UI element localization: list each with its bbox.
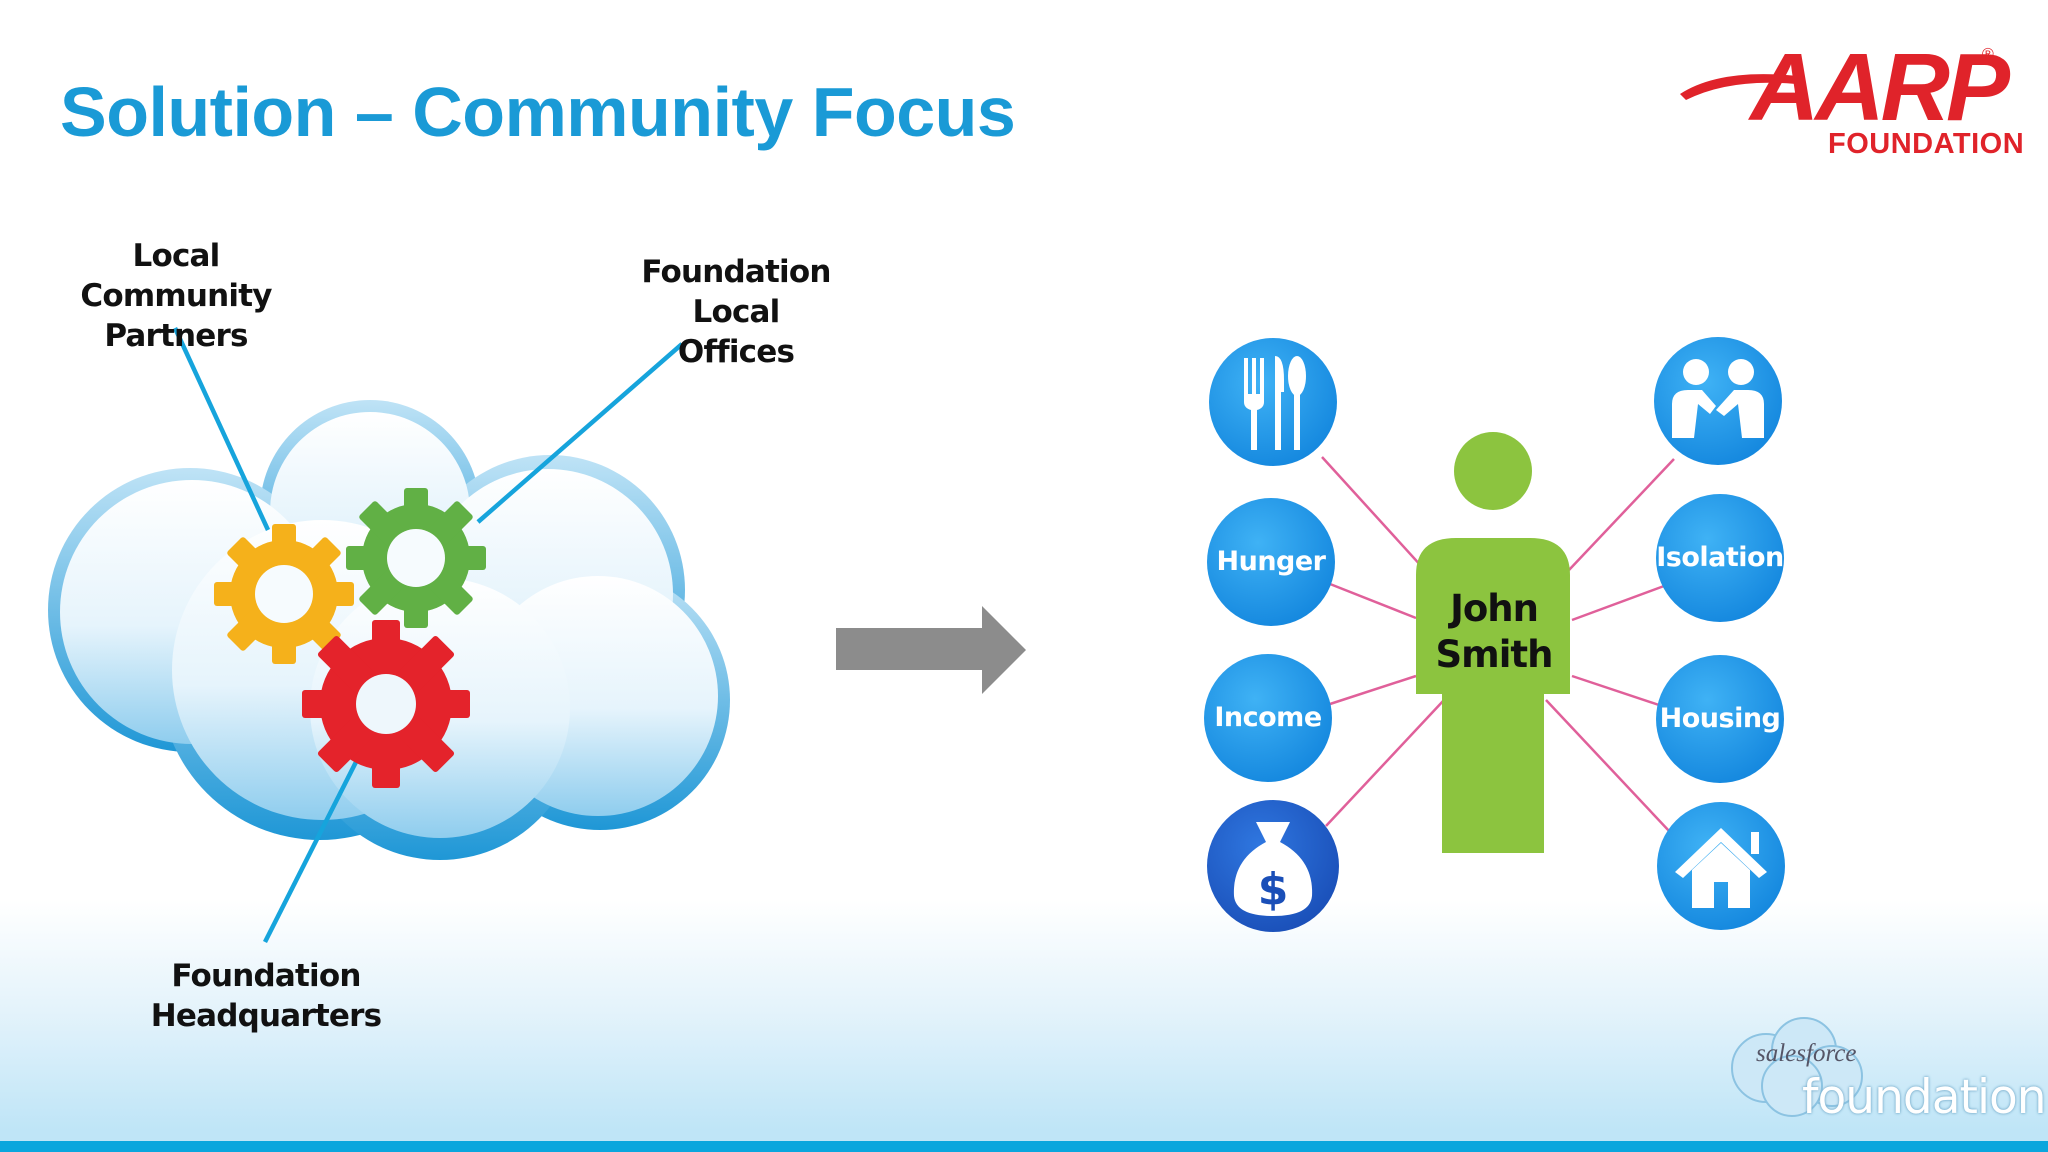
person-head — [1454, 432, 1532, 510]
foundation-headquarters-label: Foundation Headquarters — [140, 956, 392, 1036]
housing-circle — [1656, 655, 1784, 783]
local-offices-line1: Foundation Local — [641, 254, 831, 330]
slide-title: Solution – Community Focus — [60, 73, 1016, 151]
aarp-foundation-logo: AARP ® FOUNDATION — [1680, 34, 2024, 160]
income-label: Income — [1214, 702, 1322, 733]
callout-line-local-partners — [172, 327, 271, 531]
local-community-partners-label: Local Community Partners — [40, 236, 312, 356]
hunger-label: Hunger — [1216, 546, 1327, 577]
person-figure — [1416, 432, 1570, 853]
callout-line-local-offices — [476, 342, 684, 524]
headquarters-line2: Headquarters — [150, 998, 382, 1034]
housing-label: Housing — [1659, 703, 1781, 734]
person-first-name: John — [1450, 587, 1539, 630]
income-circle — [1204, 654, 1332, 782]
isolation-label: Isolation — [1656, 542, 1784, 573]
bottom-accent-bar — [0, 1141, 2048, 1152]
isolation-circle — [1656, 494, 1784, 622]
handshake-icon — [1654, 337, 1782, 465]
foundation-local-offices-label: Foundation Local Offices — [598, 252, 874, 372]
registered-mark: ® — [1982, 46, 1994, 63]
local-partners-line2: Partners — [104, 318, 248, 354]
person-body — [1416, 538, 1570, 853]
salesforce-wordmark: salesforce — [1756, 1040, 1857, 1067]
person-last-name: Smith — [1435, 633, 1554, 676]
aarp-swoosh-icon — [1680, 74, 1798, 100]
salesforce-foundation-logo: salesforce foundation — [1722, 1010, 2047, 1130]
house-icon — [1657, 802, 1785, 930]
callout-lines — [172, 327, 684, 944]
gear-icon-red — [302, 620, 470, 788]
gear-icon-yellow — [214, 524, 354, 664]
local-offices-line2: Offices — [677, 334, 795, 370]
callout-line-headquarters — [262, 756, 361, 944]
headquarters-line1: Foundation — [171, 958, 361, 994]
utensils-icon — [1209, 338, 1337, 466]
right-arrow-icon — [836, 606, 1026, 694]
gear-icon-green — [346, 488, 486, 628]
local-partners-line1: Local Community — [80, 238, 272, 314]
foundation-wordmark: foundation — [1802, 1070, 2047, 1125]
connector-lines — [1321, 456, 1675, 833]
svg-text:$: $ — [1258, 864, 1289, 915]
person-name: John Smith — [1416, 586, 1572, 678]
aarp-wordmark: AARP — [1750, 34, 2010, 141]
hunger-circle — [1207, 498, 1335, 626]
money-bag-icon: $ — [1207, 800, 1339, 932]
aarp-foundation-text: FOUNDATION — [1828, 128, 2025, 160]
salesforce-cloud-icon — [1731, 1017, 1863, 1117]
